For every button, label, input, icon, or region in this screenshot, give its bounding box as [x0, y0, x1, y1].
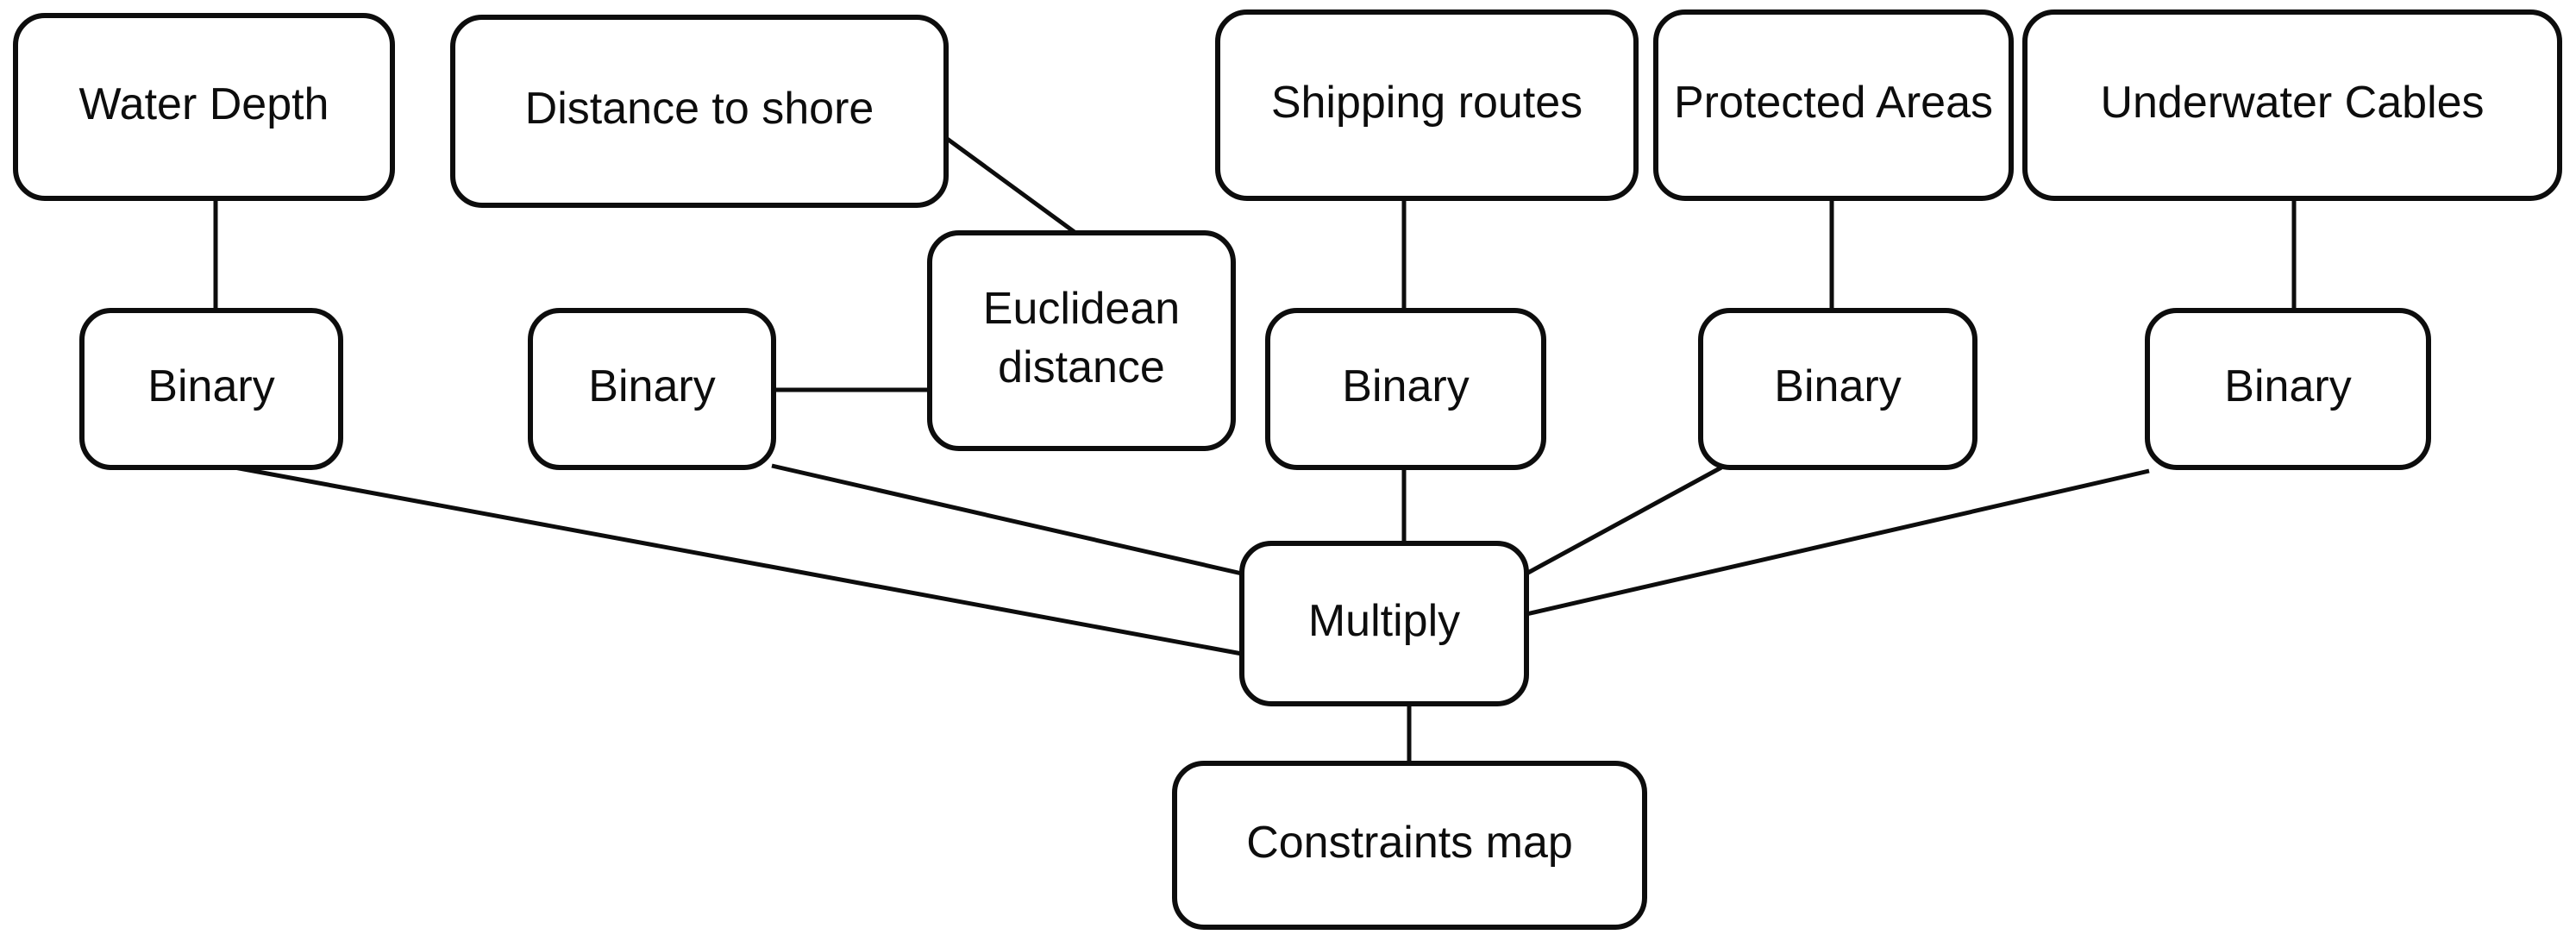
node-label-binary-4: Binary	[1774, 361, 1901, 411]
node-shipping-routes[interactable]: Shipping routes	[1215, 9, 1639, 201]
node-protected-areas[interactable]: Protected Areas	[1653, 9, 2014, 201]
node-label-distance-to-shore: Distance to shore	[525, 84, 874, 134]
node-multiply[interactable]: Multiply	[1239, 541, 1529, 706]
node-box-euclidean-distance[interactable]	[927, 230, 1236, 451]
node-box-water-depth[interactable]	[13, 13, 395, 201]
node-label-binary-1: Binary	[147, 361, 274, 411]
node-label-line: Binary	[1342, 361, 1469, 411]
node-label-line: Water Depth	[79, 79, 329, 129]
node-label-line: Binary	[2224, 361, 2351, 411]
edges-layer	[213, 135, 2297, 763]
edge-distance-to-shore-to-euclidean	[944, 135, 1080, 237]
node-box-distance-to-shore[interactable]	[450, 15, 949, 208]
node-water-depth[interactable]: Water Depth	[13, 13, 395, 201]
nodes-layer: Water Depth Distance to shore Shipping rou…	[13, 9, 2562, 930]
node-box-shipping-routes[interactable]	[1215, 9, 1639, 201]
node-binary-2[interactable]: Binary	[528, 308, 776, 470]
node-label-euclidean-distance: Euclidean distance	[983, 284, 1180, 392]
node-binary-5[interactable]: Binary	[2145, 308, 2431, 470]
edge-binary-5-to-multiply	[1526, 468, 2150, 617]
node-box-binary-2[interactable]	[528, 308, 776, 470]
node-label-water-depth: Water Depth	[79, 79, 329, 129]
edge-binary-2-to-multiply	[771, 463, 1243, 576]
edge-binary-4-to-multiply	[1525, 465, 1723, 576]
node-label-multiply: Multiply	[1308, 596, 1460, 646]
node-label-shipping-routes: Shipping routes	[1271, 78, 1583, 128]
node-label-binary-2: Binary	[588, 361, 715, 411]
node-box-protected-areas[interactable]	[1653, 9, 2014, 201]
node-label-underwater-cables: Underwater Cables	[2100, 78, 2484, 128]
node-box-underwater-cables[interactable]	[2022, 9, 2562, 201]
node-label-line: Multiply	[1308, 596, 1460, 646]
node-box-constraints-map[interactable]	[1172, 761, 1647, 930]
node-underwater-cables[interactable]: Underwater Cables	[2022, 9, 2562, 201]
node-label-line: Underwater Cables	[2100, 78, 2484, 128]
node-label-line: Euclidean	[983, 284, 1180, 334]
node-label-line: distance	[998, 342, 1165, 392]
node-label-binary-3: Binary	[1342, 361, 1469, 411]
node-label-line: Binary	[588, 361, 715, 411]
node-label-line: Distance to shore	[525, 84, 874, 134]
node-label-binary-5: Binary	[2224, 361, 2351, 411]
node-label-line: Binary	[1774, 361, 1901, 411]
node-binary-4[interactable]: Binary	[1698, 308, 1977, 470]
node-label-constraints-map: Constraints map	[1246, 818, 1573, 868]
node-label-line: Binary	[147, 361, 274, 411]
node-euclidean-distance[interactable]: Euclidean distance	[927, 230, 1236, 451]
node-label-line: Protected Areas	[1674, 78, 1993, 128]
node-binary-1[interactable]: Binary	[79, 308, 343, 470]
node-label-protected-areas: Protected Areas	[1674, 78, 1993, 128]
node-box-multiply[interactable]	[1239, 541, 1529, 706]
node-distance-to-shore[interactable]: Distance to shore	[450, 15, 949, 208]
node-box-binary-3[interactable]	[1265, 308, 1546, 470]
node-binary-3[interactable]: Binary	[1265, 308, 1546, 470]
node-label-line: Constraints map	[1246, 818, 1573, 868]
edge-binary-1-to-multiply	[234, 465, 1243, 656]
node-label-line: Shipping routes	[1271, 78, 1583, 128]
node-constraints-map[interactable]: Constraints map	[1172, 761, 1647, 930]
node-box-binary-5[interactable]	[2145, 308, 2431, 470]
node-box-binary-4[interactable]	[1698, 308, 1977, 470]
node-box-binary-1[interactable]	[79, 308, 343, 470]
